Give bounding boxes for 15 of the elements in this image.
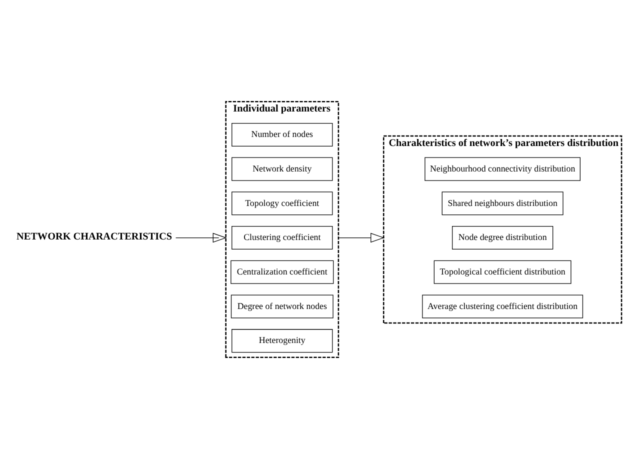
node-box: Average clustering coefficient distribution bbox=[422, 294, 584, 318]
node-box: Topology coefficient bbox=[232, 191, 333, 215]
node-box: Clustering coefficient bbox=[232, 226, 333, 250]
arrow bbox=[338, 232, 385, 242]
node-box: Heterogenity bbox=[232, 328, 333, 352]
arrow bbox=[175, 232, 227, 242]
node-text: NETWORK CHARACTERISTICS bbox=[16, 231, 172, 242]
node-box: Neighbourhood connectivity distribution bbox=[424, 156, 580, 180]
node-box: Topological coefficient distribution bbox=[434, 260, 572, 284]
node-box: Node degree distribution bbox=[452, 226, 554, 250]
node-box: Number of nodes bbox=[232, 122, 333, 146]
node-box: Network density bbox=[232, 156, 333, 180]
node-box: Degree of network nodes bbox=[230, 294, 334, 318]
node-box: Centralization coefficient bbox=[230, 260, 334, 284]
node-box: Shared neighbours distribution bbox=[442, 191, 564, 215]
